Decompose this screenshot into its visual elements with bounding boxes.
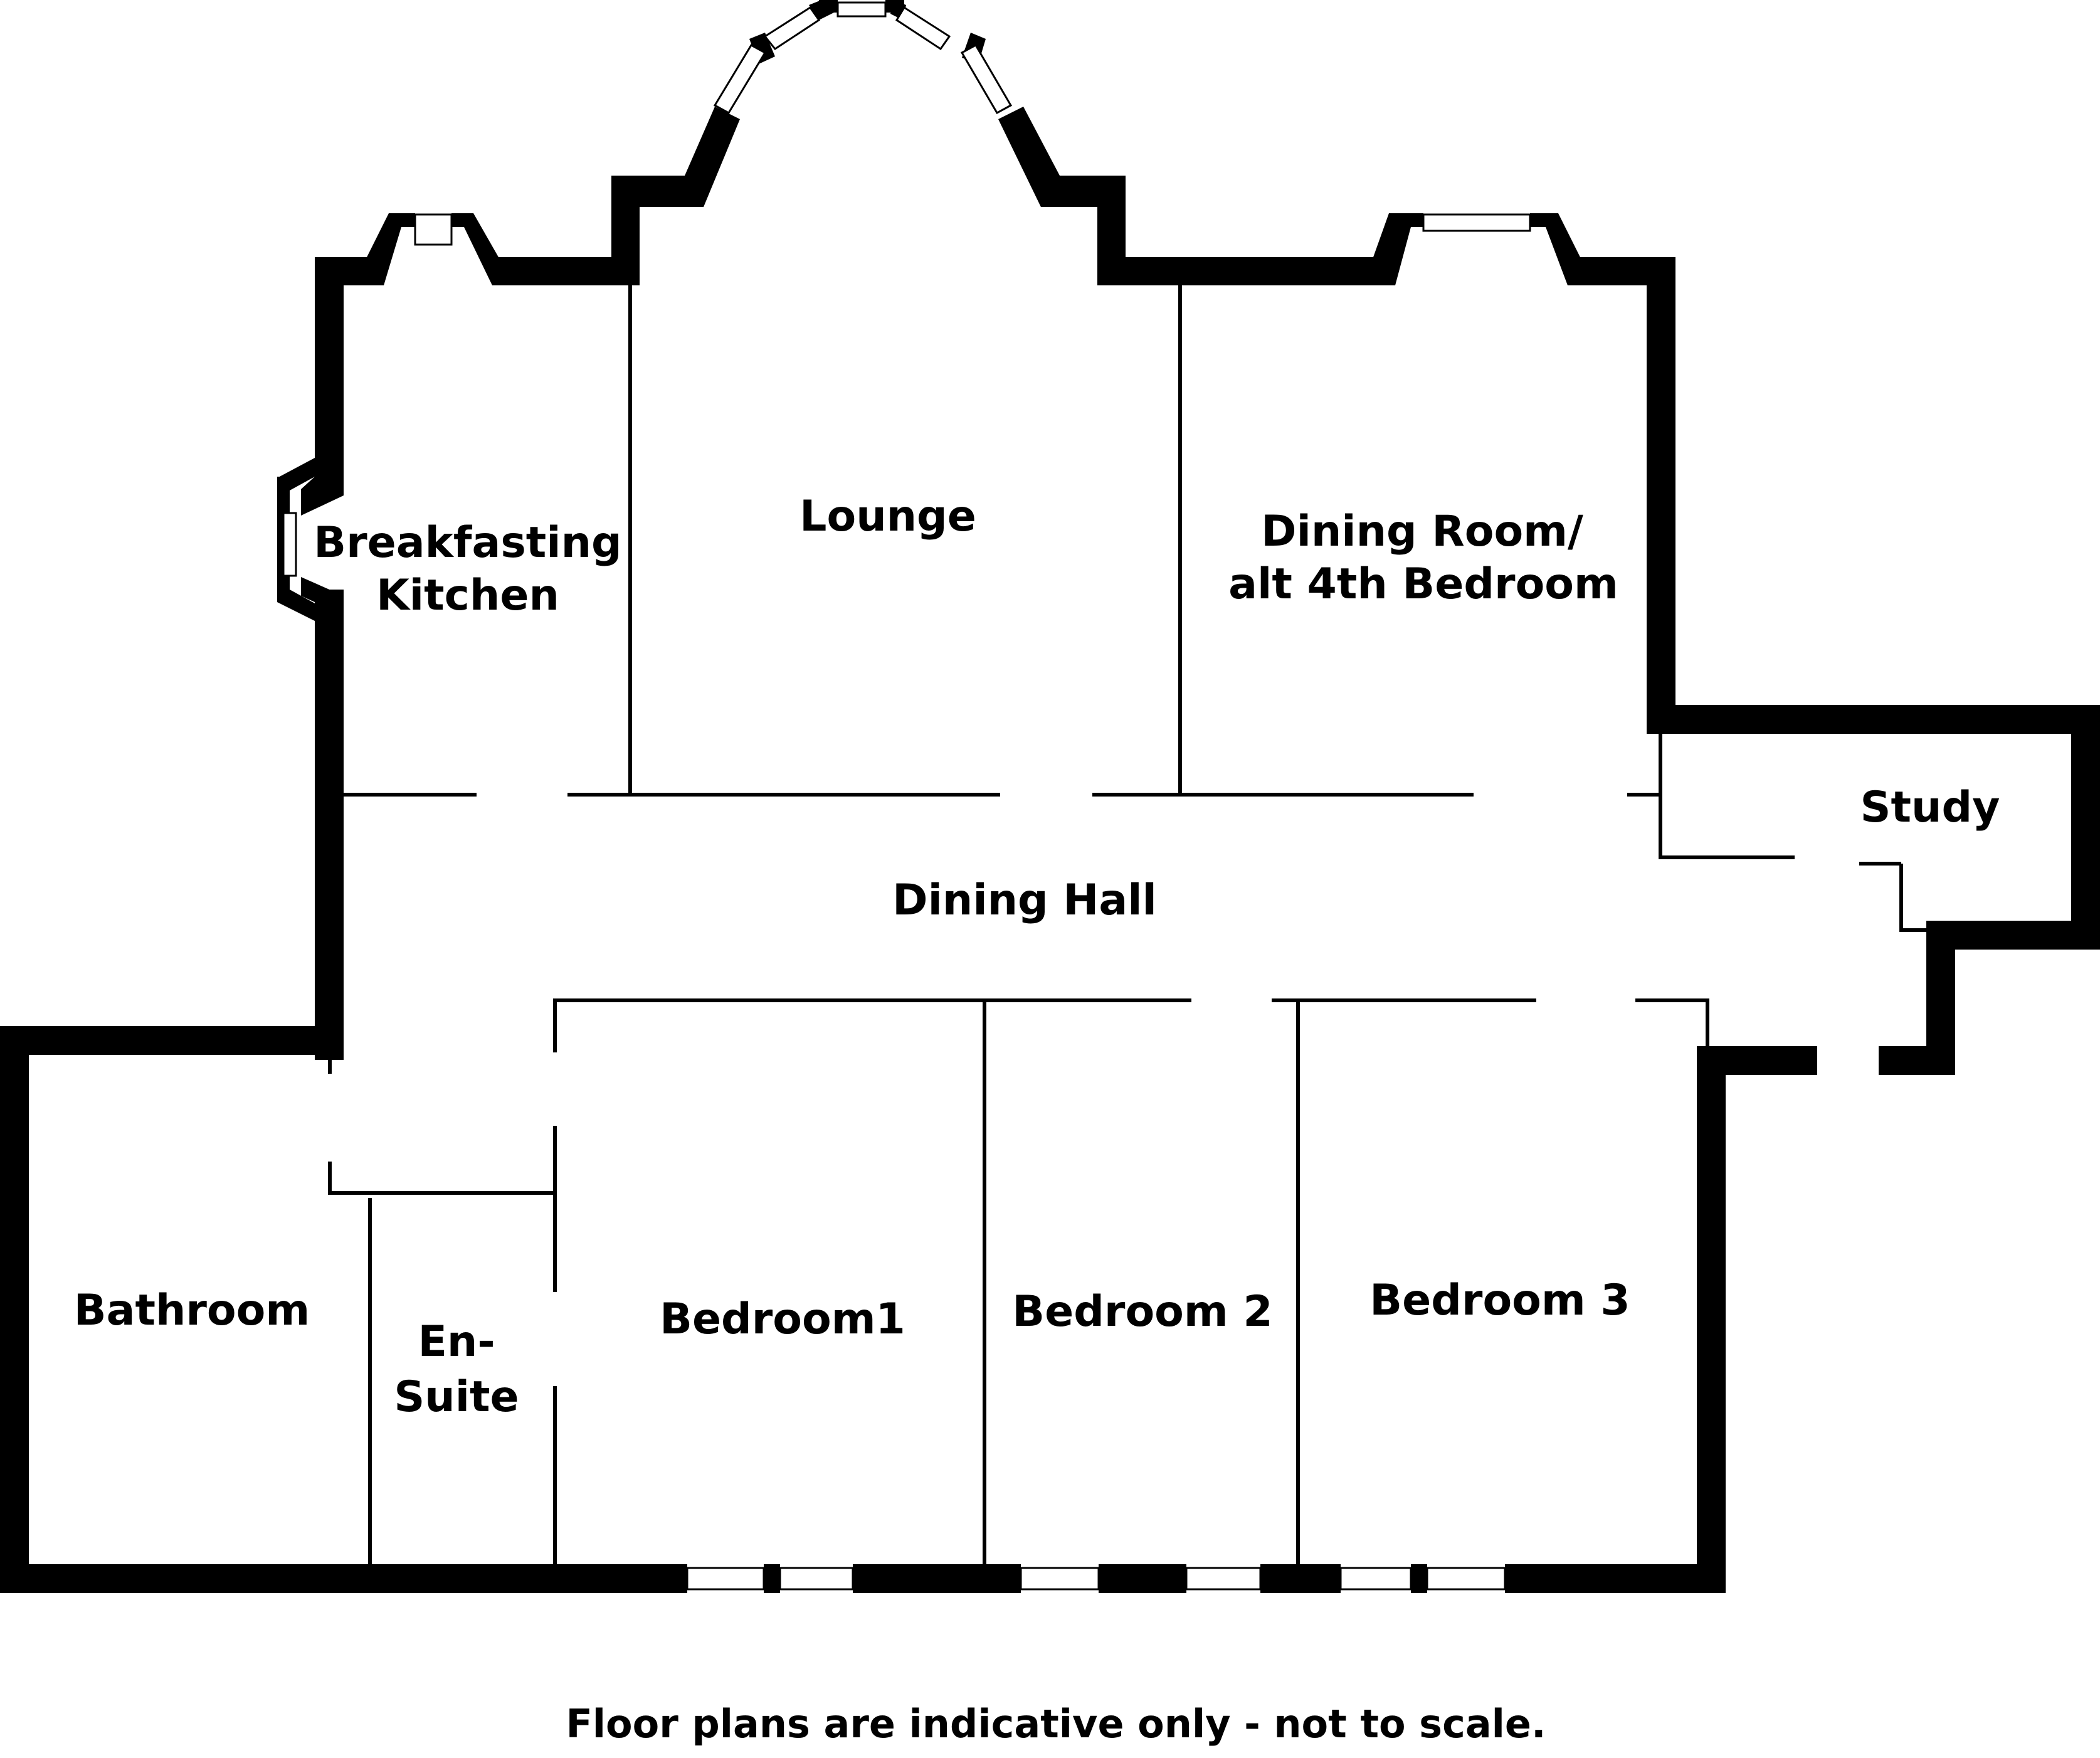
wall-dining-right [1647,257,1675,734]
wall-bathroom-top [0,1026,344,1055]
wall-bedroom3-right [1697,1046,1726,1593]
window-bedroom3-b [1426,1567,1506,1591]
label-breakfasting-kitchen-line2: Kitchen [376,571,559,620]
lounge-bay-apex-left [819,0,838,13]
window-dining-top [1422,213,1531,232]
label-en-suite-line2: Suite [394,1372,519,1422]
window-lounge-bay-5 [960,43,1013,115]
label-dining-room-line1: Dining Room/ [1261,507,1583,556]
label-bathroom: Bathroom [74,1286,310,1335]
wall-lounge-step-right [998,107,1380,285]
lounge-bay-apex-right [885,0,904,13]
kitchen-bay-top [277,458,315,490]
window-bedroom1-b [779,1567,854,1591]
wall-bottom-left [0,1564,687,1593]
label-breakfasting-kitchen-line1: Breakfasting [314,518,621,568]
wall-bottom-right [1505,1564,1726,1593]
kitchen-bay-bottom [277,590,315,621]
wall-bathroom-left [0,1026,29,1593]
exterior-walls [0,0,2100,1593]
interior-walls [328,285,1931,1564]
window-kitchen-top [414,213,453,246]
kitchen-bay-wall-lower [301,577,344,615]
label-bedroom3: Bedroom 3 [1369,1276,1630,1325]
wall-lounge-step-left-top [611,107,740,285]
wall-bottom-pier1 [764,1564,780,1593]
wall-bottom-mid1 [853,1564,1021,1593]
window-kitchen-side [282,512,297,577]
window-bedroom3-a [1339,1567,1412,1591]
wall-study-right [2071,705,2100,950]
wall-entry-right [1879,1046,1955,1075]
windows [282,1,1531,1591]
wall-bottom-pier2 [1411,1564,1427,1593]
room-labels: Breakfasting Kitchen Lounge Dining Room/… [74,492,2000,1422]
label-dining-hall: Dining Hall [892,876,1157,925]
wall-left-upper [315,257,344,477]
wall-bottom-mid2 [1099,1564,1186,1593]
label-bedroom2: Bedroom 2 [1012,1287,1272,1337]
wall-kitchen-top-corner [315,257,377,285]
wall-bottom-mid3 [1260,1564,1341,1593]
label-en-suite-line1: En- [418,1317,495,1367]
wall-left-mid [315,590,344,1060]
window-bedroom1-a [686,1567,765,1591]
label-lounge: Lounge [799,492,976,541]
label-bedroom1: Bedroom1 [660,1295,905,1344]
window-lounge-bay-4 [895,6,951,51]
wall-dining-bay-right [1530,213,1675,285]
wall-study-top [1647,705,2100,734]
window-lounge-bay-1 [713,43,767,115]
wall-kitchen-top-left [315,213,415,285]
lounge-bay-left-upper [749,33,775,64]
window-lounge-bay-3 [836,1,887,18]
wall-dining-bay-left [1373,213,1423,285]
kitchen-bay-wall [301,477,344,516]
window-bedroom2-b [1185,1567,1262,1591]
window-bedroom2-a [1020,1567,1100,1591]
label-dining-room-line2: alt 4th Bedroom [1228,559,1618,609]
label-study: Study [1860,783,2000,832]
wall-study-bottom [1926,921,2100,950]
window-lounge-bay-2 [763,6,821,51]
footer-disclaimer: Floor plans are indicative only - not to… [566,1701,1546,1747]
wall-kitchen-top-right [451,213,640,285]
